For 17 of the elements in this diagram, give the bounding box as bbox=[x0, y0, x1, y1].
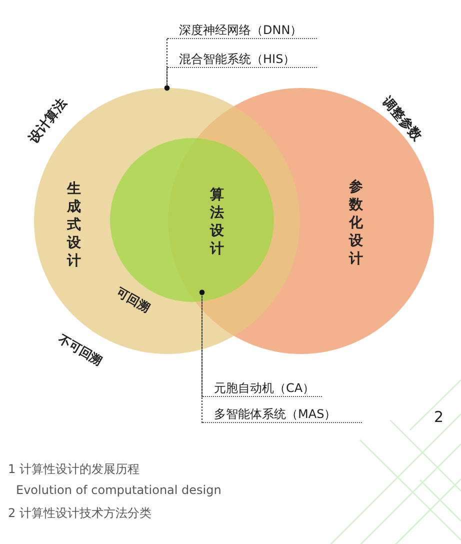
arc-label: 调整参数 bbox=[378, 94, 426, 145]
arc-label: 不可回溯 bbox=[54, 331, 106, 370]
leader-line bbox=[199, 290, 205, 424]
leader-text: 元胞自动机（CA） bbox=[202, 380, 322, 397]
caption-text: 1 计算性设计的发展历程 bbox=[8, 461, 140, 478]
leader-text: 混合智能系统（HIS） bbox=[167, 51, 317, 68]
arc-label: 可回溯 bbox=[113, 284, 153, 317]
arc-label: 设计算法 bbox=[25, 95, 72, 148]
leader-text: 多智能体系统（MAS） bbox=[202, 406, 362, 423]
caption-text: 2 计算性设计技术方法分类 bbox=[8, 505, 152, 522]
caption-text: Evolution of computational design bbox=[16, 483, 222, 497]
leader-text: 深度神经网络（DNN） bbox=[167, 22, 317, 39]
circle-label: 算法设计 bbox=[210, 186, 225, 258]
circle-label: 参数化设计 bbox=[349, 178, 364, 268]
leader-line bbox=[164, 68, 170, 91]
figure-number: 2 bbox=[434, 408, 444, 426]
circle-label: 生成式设计 bbox=[67, 180, 82, 270]
